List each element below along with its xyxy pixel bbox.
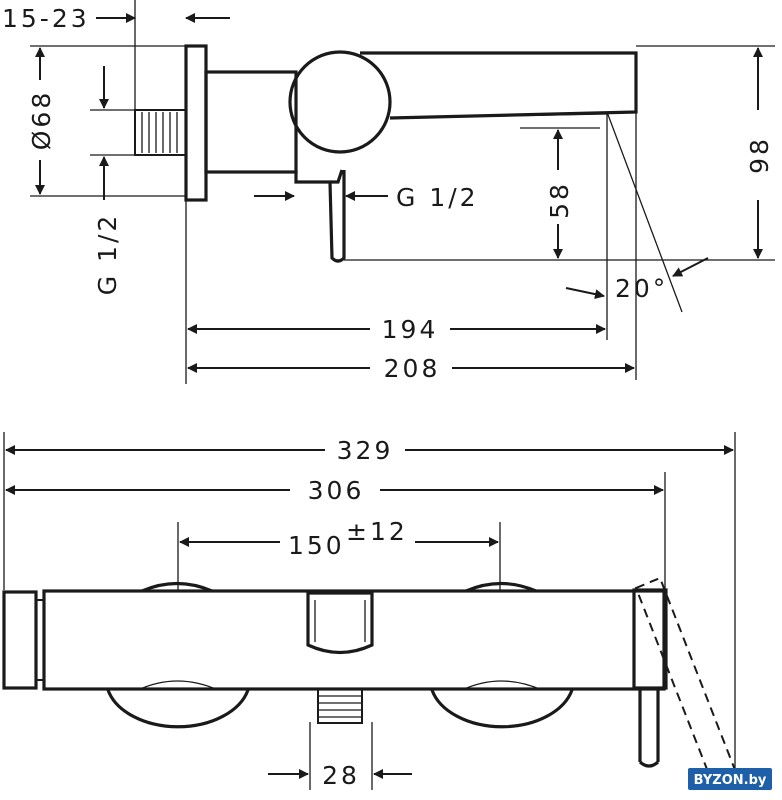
spout-connector: [306, 591, 374, 655]
dim-center-tolerance: ±12: [346, 517, 408, 546]
dim-outlet-width: 28: [322, 761, 360, 790]
dim-spout-reach-inner: 194: [382, 315, 439, 344]
right-eccentric-disc: [430, 689, 574, 729]
watermark-text: BYZON.by: [694, 773, 767, 788]
dim-spout-angle: 20°: [615, 274, 668, 303]
dim-outlet-thread: G 1/2: [396, 183, 479, 212]
wall-flange: [184, 44, 208, 202]
left-eccentric-disc: [106, 689, 250, 729]
dim-total-length: 329: [337, 436, 394, 465]
mixer-body: [204, 70, 298, 174]
dim-total-height: 98: [745, 136, 774, 174]
side-view: 15-23 Ø68 G 1/2 G 1/2 58 98 20° 194 208: [2, 0, 775, 384]
left-eccentric-top: [141, 581, 213, 593]
dim-center-distance: 150: [288, 531, 345, 560]
lever: [294, 169, 346, 263]
dim-spout-reach-outer: 208: [384, 354, 441, 383]
lever-alt-position: [634, 576, 737, 784]
dim-wall-projection: 15-23: [2, 4, 90, 33]
right-eccentric-top: [465, 581, 537, 593]
right-handle-cap: [632, 588, 668, 690]
dim-inlet-thread: G 1/2: [93, 213, 122, 296]
dim-body-length: 306: [308, 476, 365, 505]
dim-spout-height: 58: [545, 181, 574, 219]
handle-disc: [288, 50, 392, 154]
front-view: 329 306 150 ±12: [2, 432, 737, 790]
left-end-cap: [2, 590, 38, 690]
dim-diameter: Ø68: [27, 90, 56, 151]
mixer-body-front: [42, 589, 666, 691]
spout: [360, 51, 638, 120]
threaded-connector: [134, 109, 187, 156]
outlet-thread: [317, 688, 363, 724]
watermark: BYZON.by: [688, 768, 772, 790]
